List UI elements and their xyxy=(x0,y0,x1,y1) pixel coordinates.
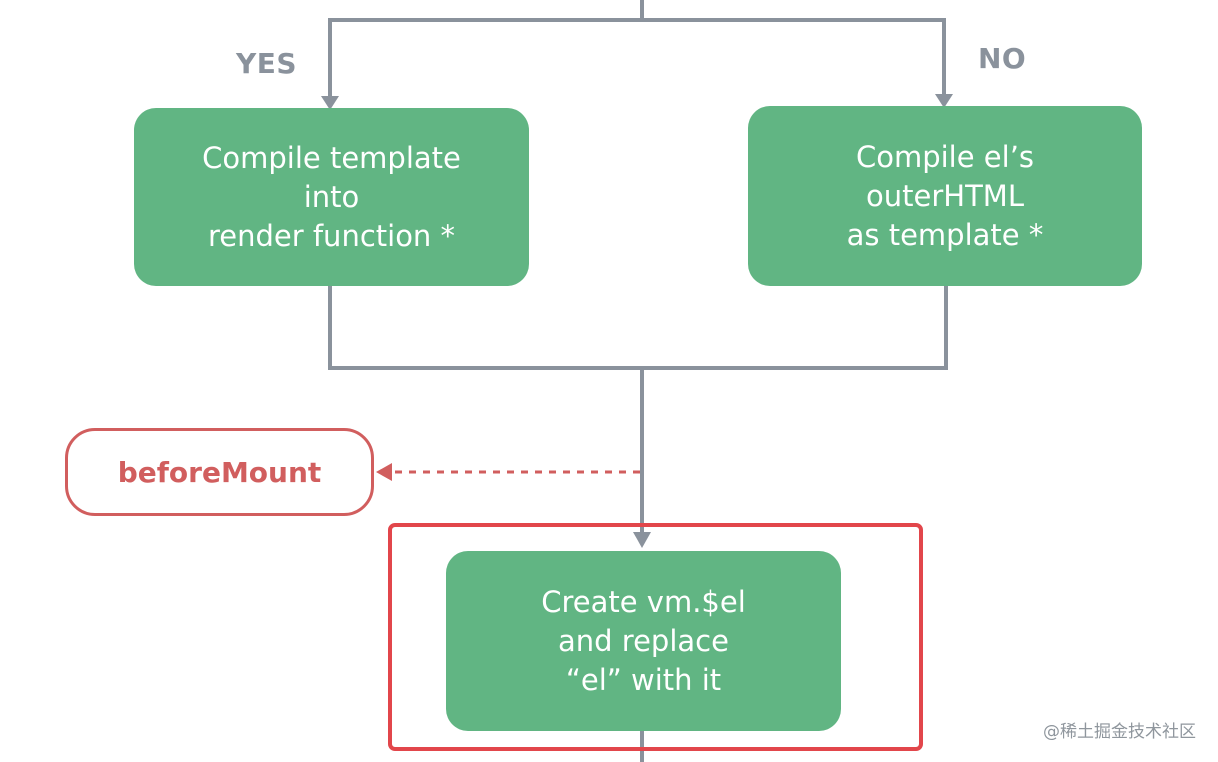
hook-arrowhead xyxy=(376,463,392,481)
compile-outer-html-box: Compile el’s outerHTML as template * xyxy=(748,106,1142,286)
yes-arrowhead xyxy=(321,96,339,110)
compile-outer-html-line-3: as template * xyxy=(846,217,1044,252)
compile-template-line-1: Compile template xyxy=(202,140,461,175)
highlight-frame xyxy=(388,523,923,751)
compile-outer-html-line-1: Compile el’s xyxy=(855,139,1035,174)
compile-template-line-3: render function * xyxy=(207,218,456,253)
create-arrowhead xyxy=(633,532,651,548)
create-el-line-2: and replace xyxy=(558,623,729,658)
before-mount-hook: beforeMount xyxy=(65,428,374,516)
yes-label: YES xyxy=(236,47,298,80)
before-mount-label: beforeMount xyxy=(117,455,322,489)
compile-template-box: Compile template into render function * xyxy=(134,108,529,286)
watermark: @稀土掘金技术社区 xyxy=(1043,722,1196,742)
compile-template-line-2: into xyxy=(303,179,360,214)
compile-outer-html-line-2: outerHTML xyxy=(866,178,1024,213)
create-el-line-3: “el” with it xyxy=(565,662,722,697)
no-label: NO xyxy=(978,42,1027,75)
create-el-box: Create vm.$el and replace “el” with it xyxy=(446,551,841,731)
create-el-line-1: Create vm.$el xyxy=(541,584,746,619)
no-arrowhead xyxy=(935,94,953,108)
